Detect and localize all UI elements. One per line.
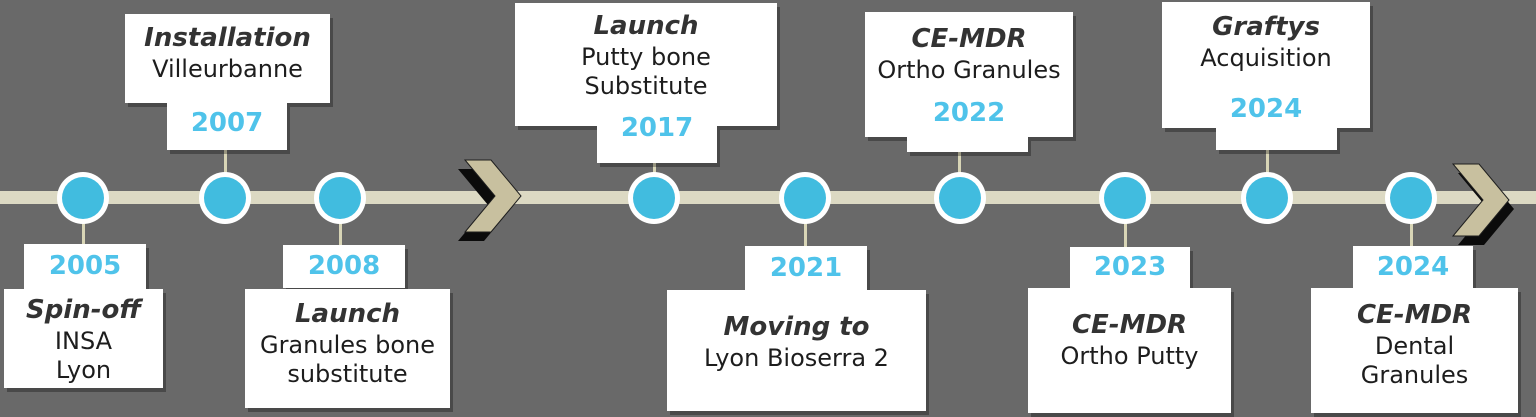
chevron-right-icon: [458, 159, 522, 241]
timeline-dot: [779, 172, 831, 224]
event-card-2007: Installation Villeurbanne 2007: [125, 14, 330, 150]
year-label: 2022: [932, 97, 1006, 128]
chevron-right-icon: [1451, 163, 1514, 245]
timeline-dot: [628, 172, 680, 224]
year-label: 2017: [620, 113, 694, 143]
dot-core: [1390, 177, 1432, 219]
event-card-2005: 2005 Spin-off INSA Lyon: [4, 244, 163, 388]
year-box: 2005: [24, 244, 146, 289]
timeline-dot: [314, 172, 366, 224]
event-line: substitute: [287, 359, 408, 388]
year-box: 2024: [1353, 246, 1473, 288]
event-card-2022: CE-MDR Ortho Granules 2022: [865, 12, 1073, 152]
event-line: Ortho Putty: [1060, 341, 1199, 370]
event-card-2024-graftys: Graftys Acquisition 2024: [1162, 2, 1370, 150]
event-title: Spin-off: [25, 295, 142, 325]
connector-line: [958, 150, 961, 174]
connector-line: [82, 222, 85, 245]
event-title: CE-MDR: [1356, 300, 1473, 330]
year-box: 2008: [283, 245, 405, 288]
dot-core: [62, 177, 104, 219]
dot-core: [1246, 177, 1288, 219]
event-card-2023: 2023 CE-MDR Ortho Putty: [1028, 247, 1231, 413]
event-title: CE-MDR: [1071, 310, 1188, 340]
event-box: Installation Villeurbanne: [125, 14, 330, 103]
event-line: Granules bone: [259, 330, 436, 359]
event-line: Granules: [1360, 360, 1469, 389]
year-label: 2024: [1229, 93, 1303, 124]
event-card-2017: Launch Putty bone Substitute 2017: [515, 3, 777, 163]
timeline-dot: [1241, 172, 1293, 224]
event-line: INSA: [54, 326, 113, 355]
event-line: Villeurbanne: [152, 54, 303, 83]
event-box: Spin-off INSA Lyon: [4, 289, 163, 388]
connector-line: [1410, 222, 1413, 247]
dot-core: [319, 177, 361, 219]
dot-core: [939, 177, 981, 219]
year-box: 2023: [1070, 247, 1190, 288]
event-box: CE-MDR Ortho Putty: [1028, 288, 1231, 413]
event-card-2021: 2021 Moving to Lyon Bioserra 2: [667, 246, 926, 411]
timeline-bar: [0, 191, 1536, 204]
event-card-2024-ce-mdr-dental: 2024 CE-MDR Dental Granules: [1311, 246, 1518, 413]
year-box: 2007: [167, 103, 287, 150]
connector-line: [339, 222, 342, 246]
dot-core: [784, 177, 826, 219]
connector-line: [804, 222, 807, 247]
event-title: Launch: [294, 299, 401, 329]
year-label: 2007: [190, 108, 264, 138]
event-line: Substitute: [584, 71, 708, 100]
timeline-dot: [199, 172, 251, 224]
event-title: Graftys: [1212, 12, 1320, 42]
event-box: Launch Granules bone substitute: [245, 289, 450, 408]
year-box: [907, 137, 1028, 152]
event-title: CE-MDR: [911, 24, 1027, 54]
event-line: Dental: [1374, 331, 1455, 360]
event-line: Acquisition: [1200, 43, 1332, 72]
year-box: 2017: [597, 113, 717, 163]
connector-line: [1124, 222, 1127, 248]
event-box: Graftys Acquisition 2024: [1162, 2, 1370, 128]
timeline-dot: [934, 172, 986, 224]
year-box: 2021: [745, 246, 867, 290]
connector-line: [224, 148, 227, 174]
connector-line: [653, 161, 656, 174]
event-line: Ortho Granules: [877, 55, 1061, 84]
year-box: [1216, 128, 1337, 150]
dot-core: [633, 177, 675, 219]
year-label: 2008: [307, 251, 381, 281]
event-box: CE-MDR Dental Granules: [1311, 288, 1518, 413]
year-label: 2021: [769, 253, 843, 283]
event-line: Lyon Bioserra 2: [704, 343, 889, 372]
timeline-dot: [1099, 172, 1151, 224]
year-label: 2005: [48, 251, 122, 281]
event-line: Lyon: [55, 355, 112, 384]
year-label: 2023: [1093, 252, 1167, 282]
dot-core: [1104, 177, 1146, 219]
event-box: Moving to Lyon Bioserra 2: [667, 290, 926, 411]
event-card-2008: 2008 Launch Granules bone substitute: [245, 245, 450, 408]
connector-line: [1266, 148, 1269, 174]
event-title: Launch: [593, 11, 699, 41]
timeline-dot: [1385, 172, 1437, 224]
event-box: CE-MDR Ortho Granules 2022: [865, 12, 1073, 137]
event-title: Installation: [144, 23, 311, 53]
event-title: Moving to: [723, 312, 870, 342]
timeline-dot: [57, 172, 109, 224]
year-label: 2024: [1376, 252, 1450, 282]
dot-core: [204, 177, 246, 219]
event-box: Launch Putty bone Substitute: [515, 3, 777, 126]
event-line: Putty bone: [581, 42, 711, 71]
